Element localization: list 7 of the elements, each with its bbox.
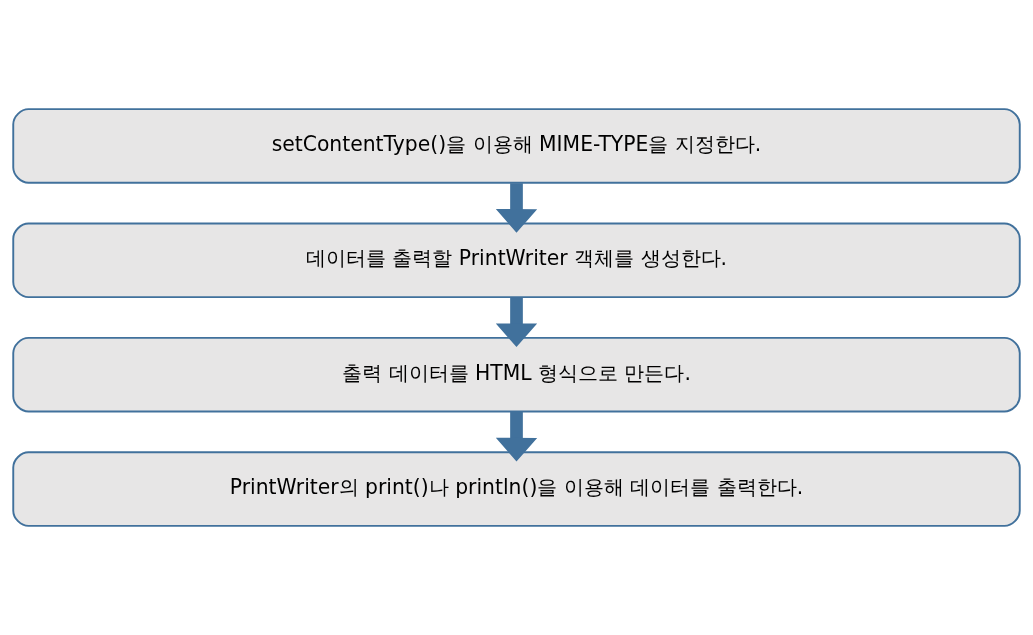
arrow	[495, 297, 538, 348]
node-box: PrintWriter의 print()나 println()을 이용해 데이터를 출력한다.	[12, 451, 1021, 527]
arrow	[495, 183, 538, 233]
node-box: 출력 데이터를 HTML 형식으로 만든다.	[12, 336, 1021, 413]
node-box: 데이터를 출력할 PrintWriter 객체를 생성한다.	[12, 222, 1021, 299]
node-box: setContentType()을 이용해 MIME-TYPE을 지정한다.	[12, 108, 1021, 184]
arrow	[495, 411, 538, 462]
